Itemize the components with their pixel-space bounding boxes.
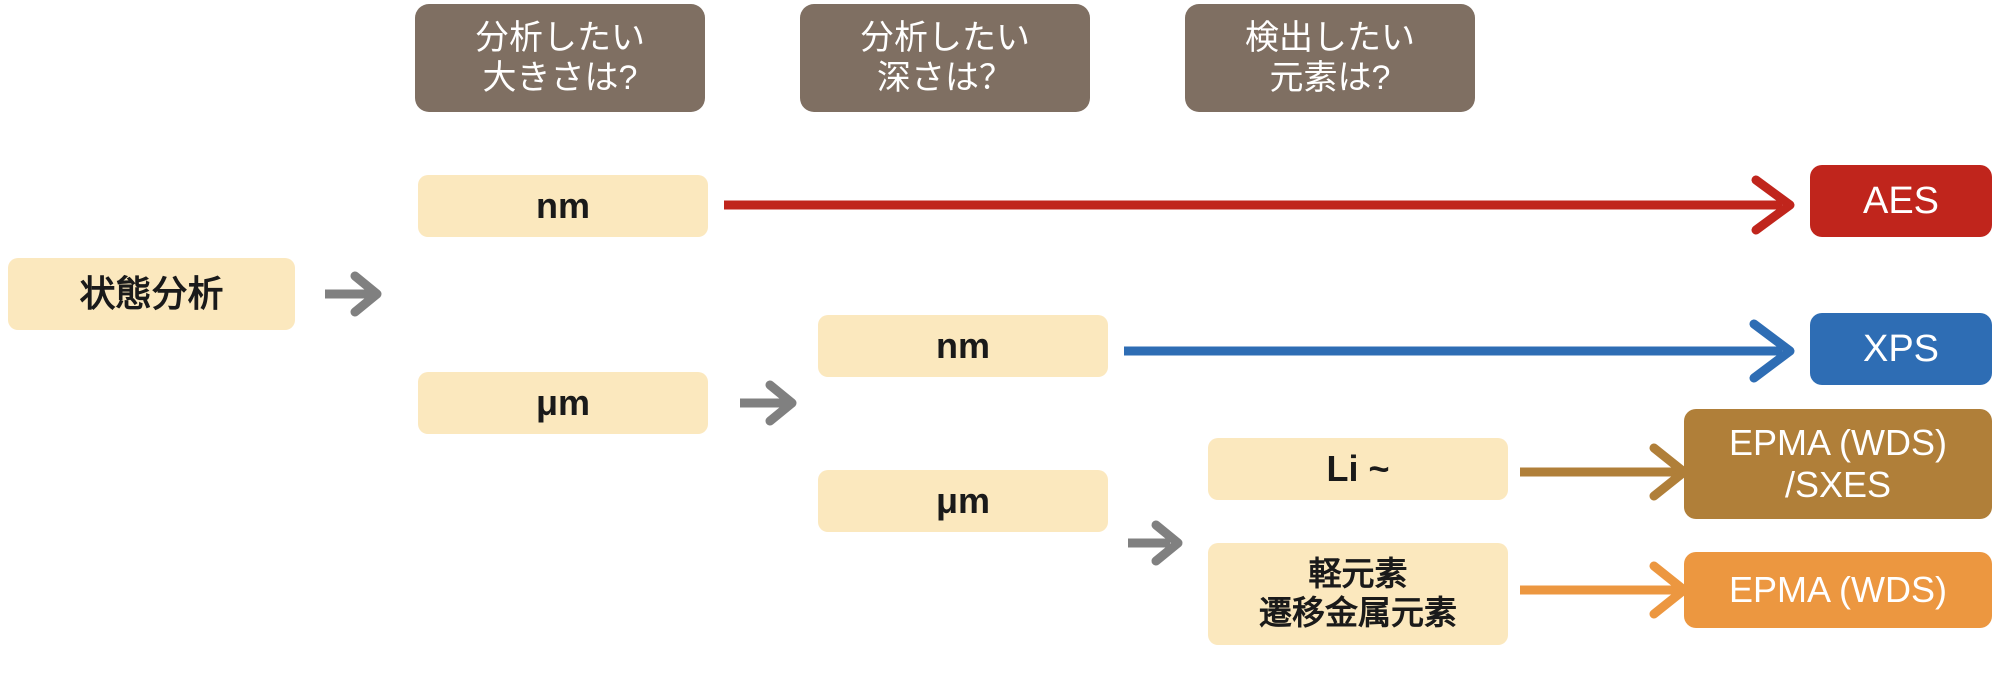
connector-entry-to-size-icon: [325, 271, 382, 317]
question-box-size: 分析したい 大きさは?: [415, 4, 705, 112]
entry-box-state-analysis: 状態分析: [8, 258, 295, 330]
criteria-box-depth-um: μm: [818, 470, 1108, 532]
connector-size-nm-to-aes-icon: [724, 175, 1795, 235]
connector-light-to-epma-wds-icon: [1520, 561, 1689, 619]
connector-li-to-epma-sxes-icon: [1520, 443, 1689, 501]
result-box-aes: AES: [1810, 165, 1992, 237]
criteria-box-depth-nm: nm: [818, 315, 1108, 377]
question-box-element: 検出したい 元素は?: [1185, 4, 1475, 112]
criteria-box-element-li: Li ~: [1208, 438, 1508, 500]
criteria-box-element-light: 軽元素 遷移金属元素: [1208, 543, 1508, 645]
connector-depth-nm-to-xps-icon: [1124, 319, 1795, 383]
connector-size-um-to-depth-icon: [740, 380, 797, 426]
connector-depth-um-to-element-icon: [1128, 520, 1183, 566]
result-box-epma-wds: EPMA (WDS): [1684, 552, 1992, 628]
criteria-box-size-um: μm: [418, 372, 708, 434]
criteria-box-size-nm: nm: [418, 175, 708, 237]
result-box-xps: XPS: [1810, 313, 1992, 385]
result-box-epma-sxes: EPMA (WDS) /SXES: [1684, 409, 1992, 519]
question-box-depth: 分析したい 深さは？: [800, 4, 1090, 112]
